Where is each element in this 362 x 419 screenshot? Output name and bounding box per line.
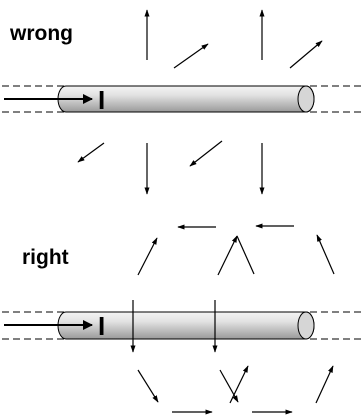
panel-label-wrong: wrong [9,22,73,45]
current-label-wrong: I [98,85,105,115]
field-arrow [77,142,105,163]
wire-cylinder-wrong [57,85,315,113]
field-arrow [315,365,334,404]
field-arrows-through-wire [130,300,218,353]
panel-right: right [2,223,362,415]
panel-label-right: right [22,246,69,269]
current-label-right: I [98,311,105,341]
field-arrow [236,235,255,275]
field-arrow [137,237,158,276]
field-arrow [289,40,323,69]
field-arrow [173,43,209,69]
wire-dashes-right [2,311,362,340]
wire-cylinder-right [57,311,315,340]
field-arrow [217,235,238,276]
panel-wrong: wrong I [2,9,362,195]
field-arrow [219,369,239,403]
wire-dashes-wrong [2,85,362,113]
field-arrows-right [137,223,335,415]
field-arrow [137,369,159,403]
field-arrow [189,140,223,167]
field-arrows-wrong [77,9,323,195]
field-arrow [229,365,249,404]
field-arrow [316,234,335,275]
